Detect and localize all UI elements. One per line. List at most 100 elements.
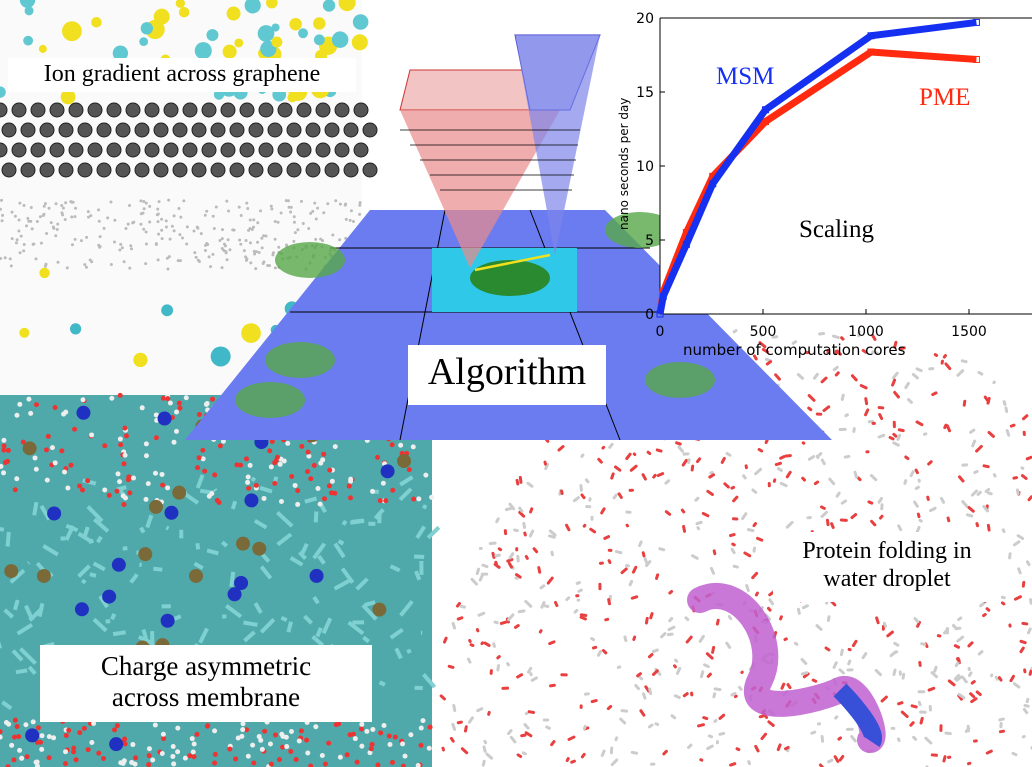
- graphene-sheet-atom: [109, 262, 113, 266]
- water-molecule: [506, 662, 510, 667]
- water-atom: [96, 750, 102, 756]
- water-molecule: [575, 581, 581, 585]
- water-atom: [170, 744, 176, 750]
- graphene-sheet-atom: [296, 228, 300, 232]
- water-molecule: [565, 596, 571, 602]
- water-molecule: [751, 571, 759, 580]
- water-molecule: [962, 399, 967, 407]
- ion: [4, 564, 19, 579]
- water-molecule: [834, 349, 840, 356]
- water-molecule: [877, 433, 886, 439]
- water-atom: [354, 759, 360, 765]
- x-tick-label: 1000: [848, 324, 884, 340]
- graphene-sheet-atom: [157, 232, 161, 236]
- ion: [271, 36, 283, 48]
- lipid-tail: [96, 535, 103, 544]
- water-molecule: [677, 445, 685, 453]
- graphene-sheet-atom: [148, 204, 152, 208]
- graphene-sheet-atom: [168, 237, 172, 241]
- water-molecule: [549, 683, 556, 688]
- graphene-sheet-atom: [220, 266, 224, 270]
- water-atom: [159, 471, 165, 477]
- water-molecule: [971, 439, 977, 448]
- water-molecule: [731, 542, 736, 547]
- graphene-sheet-atom: [65, 266, 69, 270]
- graphene-sheet-atom: [238, 238, 242, 242]
- water-atom: [117, 392, 123, 398]
- water-molecule: [760, 732, 768, 741]
- graphene-sheet-atom: [248, 226, 252, 230]
- water-atom: [370, 488, 376, 494]
- lipid-tail: [89, 572, 97, 578]
- ion: [19, 0, 36, 8]
- water-molecule: [840, 393, 845, 401]
- carbon-atom: [58, 162, 74, 178]
- water-molecule: [824, 646, 831, 652]
- carbon-atom: [296, 142, 312, 158]
- water-atom: [117, 479, 123, 485]
- ion: [161, 304, 174, 317]
- water-molecule: [1009, 423, 1016, 428]
- water-atom: [65, 485, 71, 491]
- graphene-sheet-atom: [1, 213, 5, 217]
- water-atom: [269, 439, 275, 445]
- water-molecule: [745, 584, 750, 592]
- water-molecule: [712, 549, 717, 556]
- graphene-sheet-atom: [128, 266, 132, 270]
- water-molecule: [548, 640, 556, 646]
- water-atom: [298, 728, 304, 734]
- water-molecule: [834, 715, 839, 720]
- ion: [227, 587, 242, 602]
- carbon-atom: [106, 102, 122, 118]
- water-molecule: [483, 641, 491, 647]
- graphene-sheet-atom: [155, 213, 159, 217]
- ion: [241, 323, 261, 343]
- ion: [397, 454, 412, 469]
- water-atom: [386, 733, 392, 739]
- water-atom: [20, 439, 26, 445]
- water-atom: [89, 432, 95, 438]
- water-molecule: [529, 507, 534, 514]
- water-atom: [143, 496, 149, 502]
- water-molecule: [652, 473, 657, 479]
- graphene-sheet-atom: [224, 251, 228, 255]
- water-atom: [0, 729, 3, 735]
- water-molecule: [779, 615, 783, 621]
- water-atom: [272, 460, 278, 466]
- water-molecule: [910, 704, 918, 709]
- water-atom: [305, 468, 311, 474]
- water-atom: [121, 758, 127, 764]
- graphene-sheet-atom: [348, 218, 352, 222]
- carbon-atom: [96, 162, 112, 178]
- water-molecule: [930, 671, 938, 679]
- water-atom: [30, 719, 36, 725]
- water-molecule: [919, 716, 924, 725]
- lipid-tail: [27, 665, 37, 676]
- graphene-sheet-atom: [0, 257, 3, 261]
- water-molecule: [897, 428, 905, 433]
- water-molecule: [976, 490, 982, 496]
- water-molecule: [754, 467, 763, 476]
- graphene-sheet-atom: [118, 248, 122, 252]
- water-atom: [283, 734, 289, 740]
- lipid-tail: [399, 600, 414, 617]
- y-tick-label: 20: [636, 11, 654, 27]
- data-point-msm: [867, 32, 875, 40]
- water-atom: [305, 750, 311, 756]
- water-atom: [189, 736, 195, 742]
- carbon-atom: [115, 122, 131, 138]
- water-atom: [348, 495, 354, 501]
- water-atom: [243, 456, 249, 462]
- lipid-tail: [317, 554, 326, 565]
- graphene-sheet-atom: [249, 261, 253, 265]
- water-molecule: [961, 675, 968, 684]
- water-molecule: [953, 644, 960, 649]
- water-molecule: [644, 616, 649, 625]
- graphene-sheet-atom: [252, 218, 256, 222]
- water-molecule: [791, 340, 798, 345]
- water-atom: [406, 467, 412, 473]
- water-molecule: [878, 413, 884, 421]
- graphene-sheet-atom: [139, 222, 143, 226]
- water-molecule: [751, 488, 758, 494]
- water-molecule: [495, 517, 500, 524]
